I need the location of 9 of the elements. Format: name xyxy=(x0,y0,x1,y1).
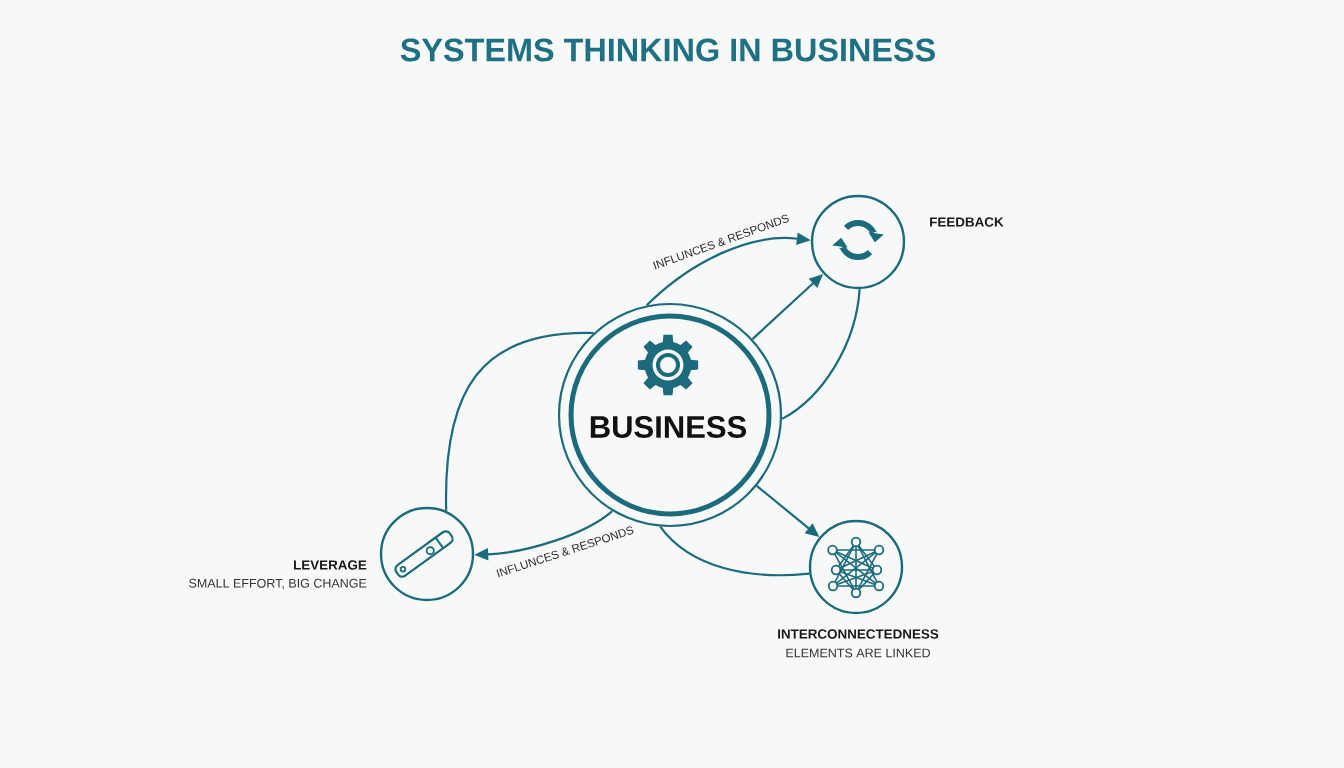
curved-connector-line xyxy=(781,289,861,420)
description: SMALL EFFORT, BIG CHANGE xyxy=(189,578,367,590)
heading: LEVERAGE xyxy=(294,560,367,570)
heading: INTERCONNECTEDNESS xyxy=(778,629,939,639)
description: ELEMENTS ARE LINKED xyxy=(786,648,930,658)
curved-connector-line xyxy=(659,525,810,577)
heading: FEEDBACK xyxy=(930,217,1004,227)
title: SYSTEMS THINKING IN BUSINESS xyxy=(400,38,935,62)
curved-connector-line xyxy=(445,331,594,511)
